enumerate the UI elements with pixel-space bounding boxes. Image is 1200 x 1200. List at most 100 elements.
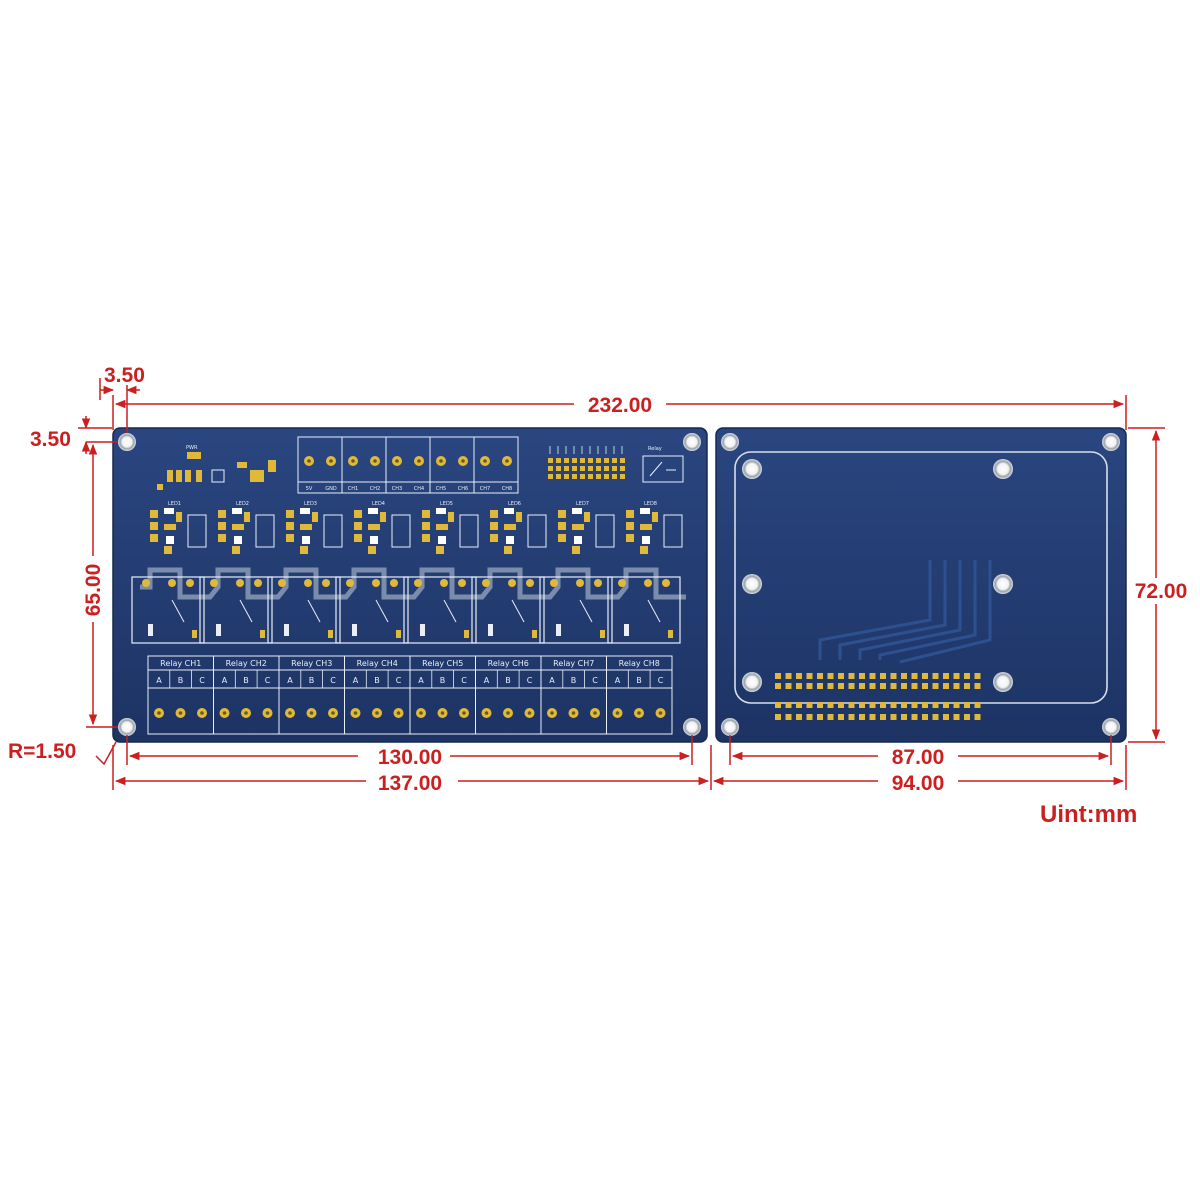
gpio-pin: [838, 673, 844, 679]
gpio-pin: [869, 683, 876, 689]
terminal-label: CH8: [502, 486, 512, 492]
terminal-label: CH5: [436, 486, 446, 492]
gpio-pin: [943, 683, 949, 689]
contact-label: C: [461, 676, 467, 685]
relay-outline: [267, 576, 341, 644]
contact-label: A: [615, 676, 621, 685]
mounting-hole: [742, 459, 762, 479]
channel-label: Relay CH7: [553, 659, 594, 668]
contact-label: A: [222, 676, 228, 685]
gpio-header: [775, 673, 981, 720]
label-relay-hole-spacing: 130.00: [378, 746, 442, 769]
optocoupler: [255, 514, 275, 548]
gpio-pin: [901, 683, 907, 689]
gpio-pin: [848, 683, 855, 689]
relay-outline: [199, 576, 273, 644]
optocoupler: [459, 514, 479, 548]
relay-outline: [539, 576, 613, 644]
gpio-pin: [911, 683, 918, 689]
label-hole-spacing-vertical: 65.00: [82, 564, 105, 617]
led: [504, 508, 514, 514]
gpio-pin: [901, 673, 907, 679]
terminal-label: GND: [325, 486, 337, 492]
led-label: LED1: [168, 501, 181, 507]
led: [232, 508, 242, 514]
gpio-pin: [848, 673, 855, 679]
mounting-hole: [1102, 433, 1120, 451]
contact-label: B: [636, 676, 642, 685]
contact-label: C: [199, 676, 205, 685]
contact-label: C: [265, 676, 271, 685]
led: [164, 508, 174, 514]
gpio-pin: [911, 673, 918, 679]
label-hat-hole-spacing: 87.00: [892, 746, 945, 769]
gpio-pin: [953, 673, 960, 679]
mounting-hole: [683, 433, 701, 451]
label-offset-y: 3.50: [30, 428, 71, 451]
terminal-label: CH1: [348, 486, 358, 492]
channel-label: Relay CH5: [422, 659, 463, 668]
gpio-pin: [817, 673, 823, 679]
optocoupler: [323, 514, 343, 548]
label-hat-width: 94.00: [892, 772, 945, 795]
led: [300, 508, 310, 514]
terminal-label: CH4: [414, 486, 424, 492]
gpio-pin: [796, 673, 802, 679]
mounting-hole: [118, 718, 136, 736]
gpio-pin: [964, 683, 970, 689]
mounting-hole: [742, 574, 762, 594]
hat-board-outline: [715, 427, 1127, 743]
contact-label: A: [484, 676, 490, 685]
mounting-hole: [721, 433, 739, 451]
gpio-pin: [943, 673, 949, 679]
channel-label: Relay CH6: [488, 659, 529, 668]
led-label: LED2: [236, 501, 249, 507]
gpio-pin: [869, 673, 876, 679]
contact-label: B: [243, 676, 249, 685]
contact-label: B: [178, 676, 184, 685]
channel-label: Relay CH1: [160, 659, 201, 668]
channel-label: Relay CH4: [357, 659, 398, 668]
gpio-pin: [890, 683, 897, 689]
optocoupler: [663, 514, 683, 548]
mounting-hole: [993, 672, 1013, 692]
label-total-width: 232.00: [588, 394, 652, 417]
gpio-pin: [880, 673, 886, 679]
radius-leader: [95, 741, 117, 766]
optocoupler: [527, 514, 547, 548]
gpio-pin: [775, 673, 781, 679]
contact-label: A: [549, 676, 555, 685]
gpio-pin: [785, 673, 792, 679]
power-label: PWR: [186, 445, 198, 451]
contact-label: A: [418, 676, 424, 685]
relay-outline: [131, 576, 205, 644]
contact-label: A: [353, 676, 359, 685]
relay-outline: [471, 576, 545, 644]
label-corner-radius: R=1.50: [8, 740, 76, 763]
led: [368, 508, 378, 514]
led-label: LED5: [440, 501, 453, 507]
power-led-area: PWR: [157, 445, 276, 490]
label-offset-x: 3.50: [104, 364, 145, 387]
contact-label: B: [571, 676, 577, 685]
channel-label: Relay CH2: [226, 659, 267, 668]
hat-mounting-holes: [721, 433, 1120, 736]
gpio-pin: [932, 683, 939, 689]
gpio-pin: [890, 673, 897, 679]
mounting-hole: [1102, 718, 1120, 736]
header-pins: [548, 446, 625, 479]
optocoupler: [391, 514, 411, 548]
contact-label: A: [287, 676, 293, 685]
contact-label: C: [658, 676, 664, 685]
led: [640, 508, 650, 514]
led-label: LED6: [508, 501, 521, 507]
hat-board: [715, 427, 1127, 743]
gpio-pin: [817, 683, 823, 689]
gpio-pin: [922, 673, 928, 679]
led-label: LED3: [304, 501, 317, 507]
gpio-pin: [859, 683, 865, 689]
relay-outline: [403, 576, 477, 644]
relay-legend-box: Relay: [642, 446, 684, 483]
